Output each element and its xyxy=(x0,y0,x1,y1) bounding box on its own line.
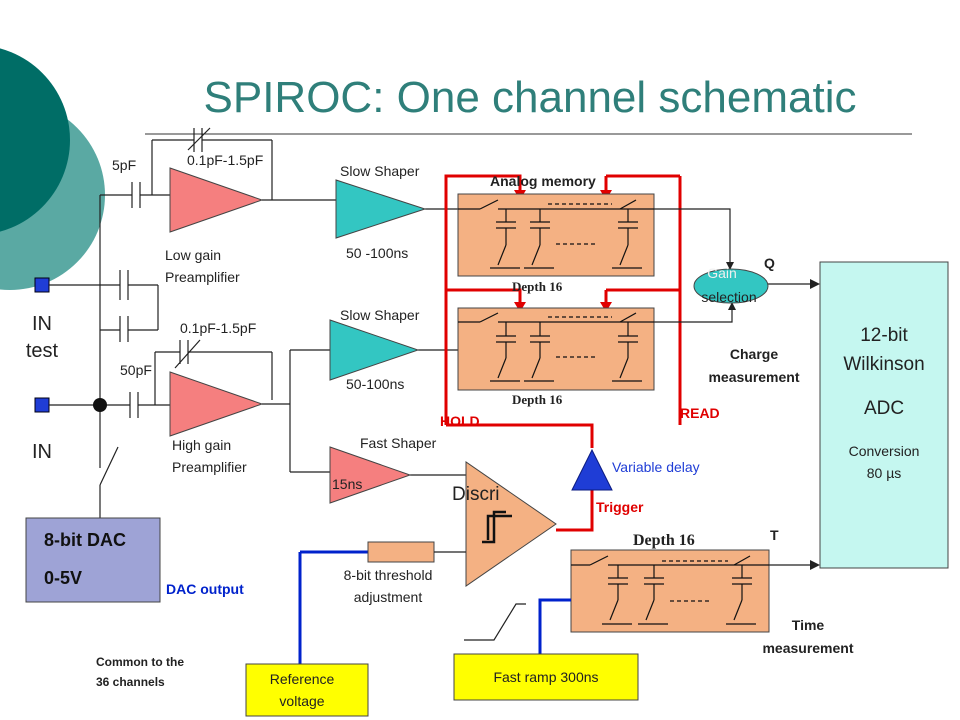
in-test-label-2: test xyxy=(26,340,59,362)
threshold-label-2: adjustment xyxy=(354,589,423,605)
fast-shaper xyxy=(329,446,412,504)
fast-shaper-label: Fast Shaper xyxy=(360,435,437,451)
gain-arrow-1 xyxy=(726,262,734,270)
depth-label-2: Depth 16 xyxy=(512,392,563,407)
gain-wiring xyxy=(654,208,818,323)
decorative-circle-dark xyxy=(0,48,70,232)
input-junction-dot xyxy=(93,398,107,412)
analog-memory-label: Analog memory xyxy=(490,173,596,189)
slow-shaper-1-label: Slow Shaper xyxy=(340,163,420,179)
dac-label-1: 8-bit DAC xyxy=(44,530,126,550)
read-label: READ xyxy=(680,405,720,421)
analog-memory-block-2 xyxy=(457,307,655,391)
dac-output-label: DAC output xyxy=(166,581,244,597)
adc-label-1: 12-bit xyxy=(860,325,908,346)
charge-measurement-2: measurement xyxy=(708,369,799,385)
slow-shaper-1 xyxy=(335,179,427,239)
cap-5pf-label: 5pF xyxy=(112,157,136,173)
in-pad xyxy=(34,397,50,413)
high-gain-preamp xyxy=(169,371,264,437)
dac-label-2: 0-5V xyxy=(44,568,82,588)
time-measurement-1: Time xyxy=(792,617,825,633)
input-wiring xyxy=(49,127,273,518)
low-gain-preamp xyxy=(169,167,264,233)
in-label: IN xyxy=(32,441,52,463)
gain-arrow-2 xyxy=(728,302,736,310)
discriminator xyxy=(465,461,557,587)
q-arrow xyxy=(810,279,820,289)
gain-selection-label-1: Gain xyxy=(707,265,737,281)
threshold-resistor xyxy=(367,541,435,563)
analog-memory-block-1 xyxy=(457,193,655,277)
discri-hysteresis-icon-2 xyxy=(486,514,512,540)
reference-label-1: Reference xyxy=(270,671,335,687)
fast-shaper-time: 15ns xyxy=(332,476,362,492)
fast-ramp-box xyxy=(453,653,639,701)
cap-high-fb-label: 0.1pF-1.5pF xyxy=(180,320,256,336)
discri-hysteresis-icon xyxy=(482,510,506,544)
in-test-pad xyxy=(34,277,50,293)
common-note-2: 36 channels xyxy=(96,675,165,689)
low-gain-label-1: Low gain xyxy=(165,247,221,263)
high-gain-label-2: Preamplifier xyxy=(172,459,247,475)
discri-label: Discri xyxy=(452,484,500,505)
adc-conversion-2: 80 µs xyxy=(867,465,902,481)
fast-ramp-label: Fast ramp 300ns xyxy=(493,669,598,685)
adc-label-2: Wilkinson xyxy=(843,354,924,375)
gain-selection-node xyxy=(693,268,769,304)
time-measurement-2: measurement xyxy=(762,640,853,656)
ramp-waveform-icon xyxy=(464,603,526,641)
low-gain-label-2: Preamplifier xyxy=(165,269,240,285)
time-memory-block xyxy=(570,549,770,633)
reference-voltage-box xyxy=(245,663,369,717)
hold-label: HOLD xyxy=(440,413,480,429)
slow-shaper-2-time: 50-100ns xyxy=(346,376,404,392)
high-gain-label-1: High gain xyxy=(172,437,231,453)
q-label: Q xyxy=(764,255,775,271)
gain-selection-label-2: selection xyxy=(701,289,756,305)
variable-delay-buffer xyxy=(571,448,613,491)
hold-read-lines xyxy=(444,174,682,532)
variable-delay-label: Variable delay xyxy=(612,459,700,475)
slow-shaper-2 xyxy=(329,319,420,381)
trigger-label: Trigger xyxy=(596,499,644,515)
ramp-line xyxy=(538,598,571,654)
shaper-wiring xyxy=(262,199,468,476)
slow-shaper-1-time: 50 -100ns xyxy=(346,245,408,261)
page-title: SPIROC: One channel schematic xyxy=(204,73,857,122)
charge-measurement-1: Charge xyxy=(730,346,778,362)
in-test-label-1: IN xyxy=(32,313,52,335)
t-label: T xyxy=(770,527,779,543)
cap-low-fb-label: 0.1pF-1.5pF xyxy=(187,152,263,168)
dac-block xyxy=(25,517,161,603)
depth-label-1: Depth 16 xyxy=(512,279,563,294)
slow-shaper-2-label: Slow Shaper xyxy=(340,307,420,323)
depth-label-3: Depth 16 xyxy=(633,532,695,549)
cap-50pf-label: 50pF xyxy=(120,362,152,378)
t-arrow xyxy=(810,560,820,570)
adc-conversion-1: Conversion xyxy=(849,443,920,459)
threshold-label-1: 8-bit threshold xyxy=(344,567,433,583)
reference-label-2: voltage xyxy=(279,693,324,709)
adc-label-name: ADC xyxy=(864,398,904,419)
adc-block xyxy=(819,261,949,569)
common-note-1: Common to the xyxy=(96,655,184,669)
